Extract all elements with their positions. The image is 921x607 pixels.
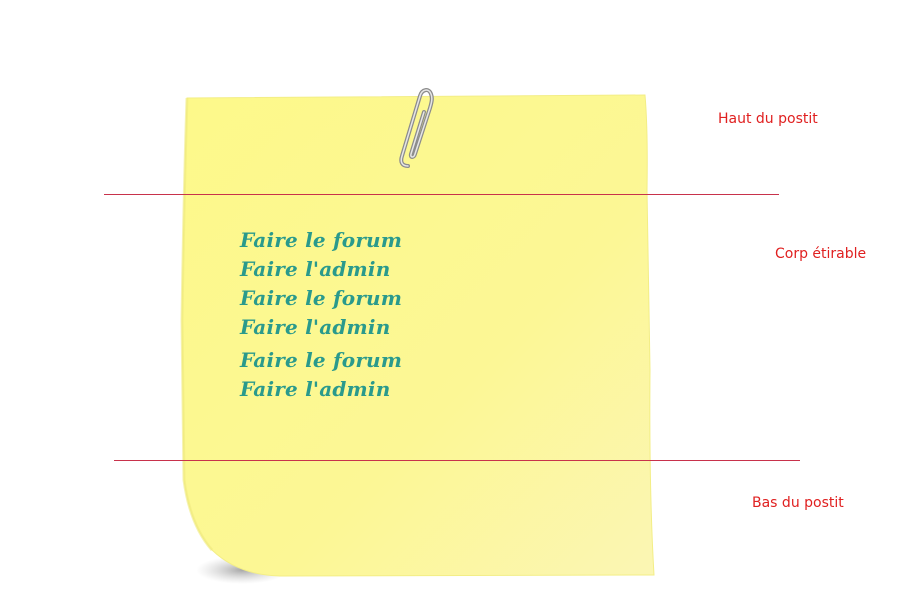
sheet-edge xyxy=(180,97,214,551)
label-middle-section: Corp étirable xyxy=(775,246,867,262)
todo-list: Faire le forum Faire l'admin Faire le fo… xyxy=(240,226,402,404)
postit-paper xyxy=(180,94,655,584)
todo-item: Faire l'admin xyxy=(240,377,391,401)
label-top-section: Haut du postit xyxy=(718,111,818,127)
todo-item: Faire l'admin xyxy=(240,315,391,339)
todo-item: Faire le forum xyxy=(240,286,403,310)
divider-bottom xyxy=(114,460,800,461)
todo-item: Faire l'admin xyxy=(240,257,391,281)
label-bottom-section: Bas du postit xyxy=(752,495,844,511)
todo-item: Faire le forum xyxy=(240,348,403,372)
divider-top xyxy=(104,194,779,195)
todo-item: Faire le forum xyxy=(240,228,403,252)
paperclip-icon xyxy=(399,88,434,168)
postit-note xyxy=(160,70,680,600)
